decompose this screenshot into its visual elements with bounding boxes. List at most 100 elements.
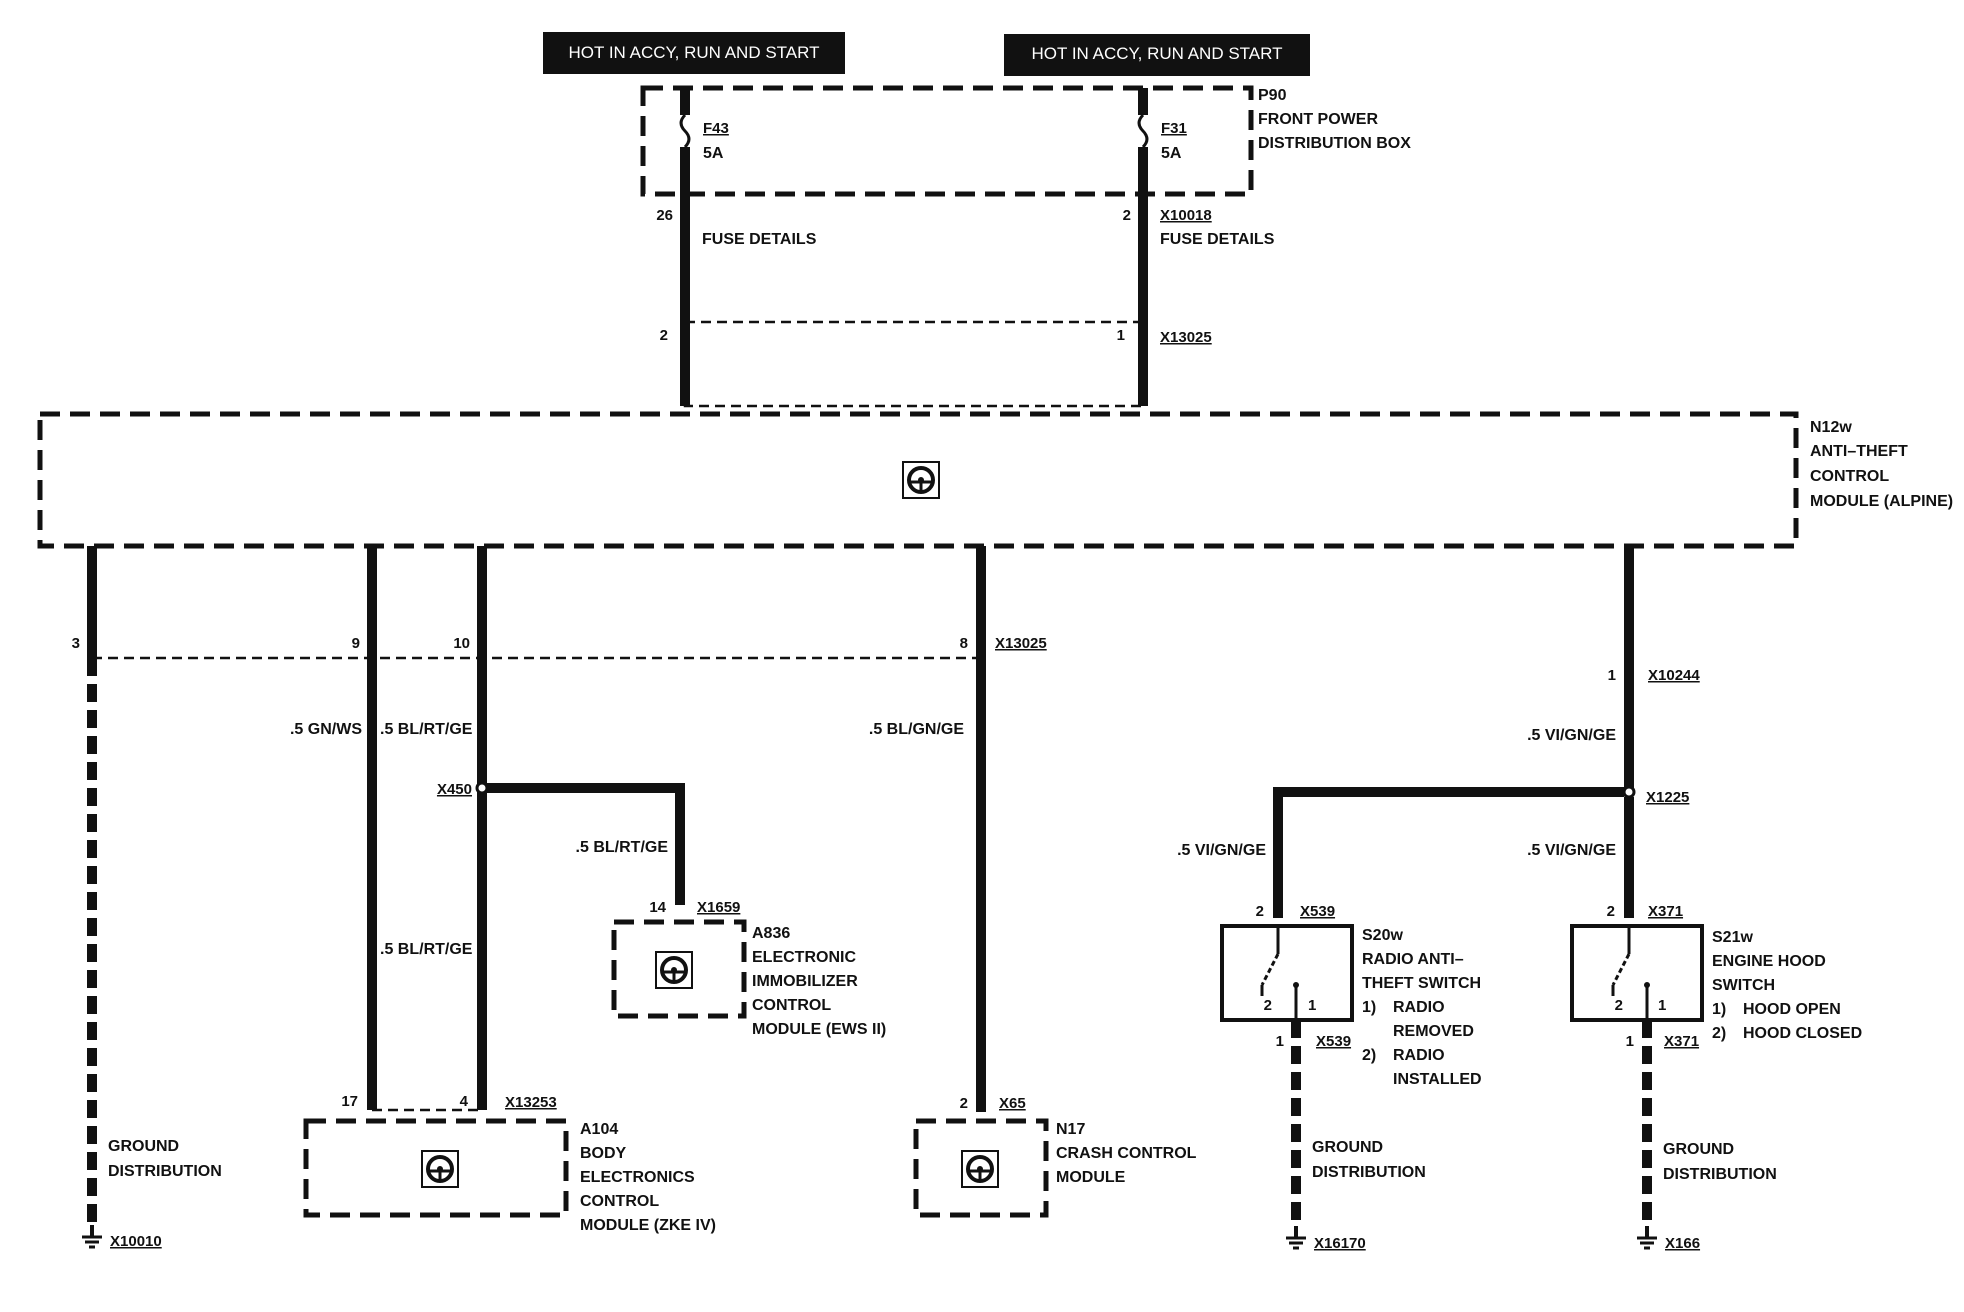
body-module-pin-left: 17 <box>341 1093 358 1110</box>
radio-switch-state1-line2: REMOVED <box>1393 1023 1474 1040</box>
radio-switch-connector-top: X539 <box>1300 903 1335 920</box>
fuse-f31-rating: 5A <box>1161 145 1182 162</box>
immobilizer-line1: ELECTRONIC <box>752 949 856 966</box>
fuse-details-left-label: FUSE DETAILS <box>702 231 817 248</box>
x10244-id: X10244 <box>1648 667 1700 684</box>
immobilizer-steering-wheel-icon <box>654 950 694 990</box>
hood-switch-connector-top: X371 <box>1648 903 1683 920</box>
bl-rt-ge-branch-label: .5 BL/RT/GE <box>576 839 669 856</box>
antitheft-module-id: N12w <box>1810 419 1852 436</box>
bl-gn-ge-wire-label: .5 BL/GN/GE <box>869 721 964 738</box>
radio-switch-pin-bottom: 1 <box>1276 1033 1284 1050</box>
banner-left-text: HOT IN ACCY, RUN AND START <box>569 43 820 62</box>
crash-module-outline <box>913 1118 1049 1218</box>
hood-switch-contact-icon <box>1611 926 1650 1020</box>
body-module-line2: ELECTRONICS <box>580 1169 695 1186</box>
crash-module-steering-wheel-icon <box>960 1149 1000 1189</box>
crash-module-line1: CRASH CONTROL <box>1056 1145 1197 1162</box>
radio-switch-state2-line1: RADIO <box>1393 1047 1445 1064</box>
crash-module-pin: 2 <box>960 1095 968 1112</box>
fuse-f43-rating: 5A <box>703 145 724 162</box>
banner-left: HOT IN ACCY, RUN AND START <box>543 32 845 74</box>
splice-x1225-dot <box>1622 785 1636 799</box>
hood-switch-pin-bottom: 1 <box>1626 1033 1634 1050</box>
crash-module-connector: X65 <box>999 1095 1026 1112</box>
immobilizer-line3: CONTROL <box>752 997 831 1014</box>
hood-switch-line2: SWITCH <box>1712 977 1775 994</box>
radio-switch-state2-line2: INSTALLED <box>1393 1071 1482 1088</box>
ground-mid-line1: GROUND <box>1312 1139 1383 1156</box>
power-box-name-line1: FRONT POWER <box>1258 111 1378 128</box>
body-module-steering-wheel-icon <box>420 1149 460 1189</box>
ground-right-line2: DISTRIBUTION <box>1663 1166 1777 1183</box>
fuse-f43-id: F43 <box>703 120 729 137</box>
crash-module-line2: MODULE <box>1056 1169 1126 1186</box>
immobilizer-connector: X1659 <box>697 899 740 916</box>
body-module-connector: X13253 <box>505 1094 557 1111</box>
body-module-pin-right: 4 <box>460 1093 469 1110</box>
ground-left-line1: GROUND <box>108 1138 179 1155</box>
immobilizer-line4: MODULE (EWS II) <box>752 1021 886 1038</box>
ground-right-icon <box>1635 1224 1659 1250</box>
ground-mid-line2: DISTRIBUTION <box>1312 1164 1426 1181</box>
hood-switch-internal-left: 2 <box>1615 997 1623 1014</box>
antitheft-module-line3: MODULE (ALPINE) <box>1810 493 1953 510</box>
antitheft-module-outline <box>37 411 1799 549</box>
splice-x450-dot <box>475 781 489 795</box>
fuse-f31-id: F31 <box>1161 120 1187 137</box>
radio-switch-contact-icon <box>1260 926 1299 1020</box>
immobilizer-line2: IMMOBILIZER <box>752 973 858 990</box>
ground-left-icon <box>80 1223 104 1249</box>
radio-switch-state1-line1: RADIO <box>1393 999 1445 1016</box>
power-distribution-box-outline <box>640 85 1254 197</box>
splice-x450-id: X450 <box>437 781 472 798</box>
radio-switch-internal-right: 1 <box>1308 997 1316 1014</box>
hood-switch-internal-right: 1 <box>1658 997 1666 1014</box>
radio-switch-connector-bottom: X539 <box>1316 1033 1351 1050</box>
radio-switch-internal-left: 2 <box>1264 997 1272 1014</box>
ground-right-id: X166 <box>1665 1235 1700 1252</box>
hood-switch-outline <box>1570 924 1704 1022</box>
body-module-line1: BODY <box>580 1145 627 1162</box>
bl-rt-ge-wire-lower-label: .5 BL/RT/GE <box>380 941 473 958</box>
body-module-id: A104 <box>580 1121 618 1138</box>
immobilizer-module-outline <box>611 919 747 1019</box>
ground-left-id: X10010 <box>110 1233 162 1250</box>
fuse-details-right-pin: 2 <box>1123 207 1131 224</box>
hood-switch-pin-top: 2 <box>1607 903 1615 920</box>
fuse-f43-icon <box>679 113 691 149</box>
crash-module-id: N17 <box>1056 1121 1085 1138</box>
fuse-details-connector: X10018 <box>1160 207 1212 224</box>
body-module-line4: MODULE (ZKE IV) <box>580 1217 716 1234</box>
radio-switch-outline <box>1220 924 1354 1022</box>
immobilizer-pin: 14 <box>649 899 666 916</box>
bl-rt-ge-branch-wire <box>487 783 685 905</box>
antitheft-module-line2: CONTROL <box>1810 468 1889 485</box>
vi-gn-ge-top-label: .5 VI/GN/GE <box>1527 727 1616 744</box>
fuse-details-left-pin: 26 <box>656 207 673 224</box>
power-box-id: P90 <box>1258 87 1287 104</box>
lower-connector-id: X13025 <box>995 635 1047 652</box>
vi-gn-ge-left-label: .5 VI/GN/GE <box>1177 842 1266 859</box>
splice-x1225-id: X1225 <box>1646 789 1689 806</box>
hood-switch-connector-bottom: X371 <box>1664 1033 1699 1050</box>
radio-switch-line1: RADIO ANTI– <box>1362 951 1464 968</box>
radio-switch-pin-top: 2 <box>1256 903 1264 920</box>
upper-connector-id: X13025 <box>1160 329 1212 346</box>
hood-switch-state1-num: 1) <box>1712 1001 1726 1018</box>
radio-switch-state2-num: 2) <box>1362 1047 1376 1064</box>
power-box-name-line2: DISTRIBUTION BOX <box>1258 135 1411 152</box>
x10244-pin: 1 <box>1608 667 1616 684</box>
banner-right: HOT IN ACCY, RUN AND START <box>1004 34 1310 76</box>
upper-connector-right-pin: 1 <box>1117 327 1125 344</box>
upper-connector-left-pin: 2 <box>660 327 668 344</box>
ground-left-line2: DISTRIBUTION <box>108 1163 222 1180</box>
bl-rt-ge-wire-top-label: .5 BL/RT/GE <box>380 721 473 738</box>
radio-switch-line2: THEFT SWITCH <box>1362 975 1481 992</box>
lower-connector-pin-gn: 9 <box>352 635 360 652</box>
hood-switch-state2-num: 2) <box>1712 1025 1726 1042</box>
ground-mid-id: X16170 <box>1314 1235 1366 1252</box>
ground-right-line1: GROUND <box>1663 1141 1734 1158</box>
ground-mid-icon <box>1284 1224 1308 1250</box>
